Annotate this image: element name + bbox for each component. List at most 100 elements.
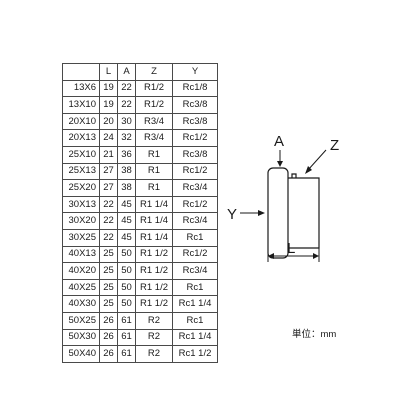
cell-l: 26: [99, 345, 118, 363]
cell-z: R1: [135, 162, 173, 181]
cell-y: Rc3/8: [172, 112, 218, 131]
cell-l: 19: [99, 96, 118, 114]
l-dimension: L: [267, 238, 320, 262]
cell-l: 21: [99, 145, 118, 164]
a-marker: A: [274, 133, 284, 167]
cell-l: 26: [99, 328, 118, 347]
cell-size: 50X40: [62, 345, 100, 363]
cell-y: Rc1 1/2: [172, 345, 218, 363]
cell-l: 25: [99, 295, 118, 313]
cell-size: 20X10: [62, 112, 100, 131]
cell-z: R1 1/2: [135, 245, 173, 264]
cell-size: 25X10: [62, 145, 100, 164]
cell-y: Rc1 1/4: [172, 295, 218, 313]
cell-size: 30X25: [62, 228, 100, 247]
cell-l: 22: [99, 195, 118, 214]
cell-size: 30X20: [62, 212, 100, 230]
header-size: [62, 63, 100, 81]
cell-a: 61: [117, 345, 136, 363]
cell-l: 19: [99, 79, 118, 98]
cell-a: 45: [117, 228, 136, 247]
cell-size: 40X20: [62, 262, 100, 280]
cell-z: R2: [135, 311, 173, 330]
z-marker: Z: [305, 137, 339, 174]
cell-size: 13X6: [62, 79, 100, 98]
label-a: A: [274, 133, 284, 150]
cell-l: 22: [99, 212, 118, 230]
cell-y: Rc1/2: [172, 195, 218, 214]
cell-z: R2: [135, 328, 173, 347]
cell-z: R1 1/2: [135, 262, 173, 280]
cell-z: R2: [135, 345, 173, 363]
cell-size: 50X30: [62, 328, 100, 347]
cell-y: Rc3/8: [172, 145, 218, 164]
cell-a: 22: [117, 79, 136, 98]
cell-l: 25: [99, 262, 118, 280]
cell-a: 50: [117, 262, 136, 280]
cell-z: R1/2: [135, 79, 173, 98]
label-y: Y: [227, 206, 237, 223]
header-a: A: [117, 63, 136, 81]
cell-y: Rc1 1/4: [172, 328, 218, 347]
cell-y: Rc1/2: [172, 162, 218, 181]
cell-z: R1 1/4: [135, 195, 173, 214]
cell-l: 26: [99, 311, 118, 330]
bushing-diagram: A Z Y L: [227, 133, 339, 262]
cell-a: 22: [117, 96, 136, 114]
cell-size: 25X20: [62, 179, 100, 197]
label-z: Z: [330, 137, 339, 154]
cell-a: 45: [117, 212, 136, 230]
cell-l: 24: [99, 129, 118, 147]
cell-z: R1/2: [135, 96, 173, 114]
cell-size: 40X25: [62, 278, 100, 297]
cell-size: 13X10: [62, 96, 100, 114]
cell-z: R1 1/2: [135, 295, 173, 313]
header-y: Y: [172, 63, 218, 81]
header-z: Z: [135, 63, 173, 81]
cell-a: 36: [117, 145, 136, 164]
cell-size: 30X13: [62, 195, 100, 214]
cell-z: R3/4: [135, 129, 173, 147]
cell-y: Rc1/8: [172, 79, 218, 98]
cell-y: Rc1: [172, 278, 218, 297]
cell-a: 38: [117, 162, 136, 181]
cell-z: R1 1/4: [135, 212, 173, 230]
unit-note: 単位：mm: [292, 329, 337, 340]
cell-size: 40X13: [62, 245, 100, 264]
cell-y: Rc1: [172, 311, 218, 330]
cell-y: Rc3/4: [172, 212, 218, 230]
cell-size: 25X13: [62, 162, 100, 181]
cell-y: Rc3/4: [172, 262, 218, 280]
cell-z: R3/4: [135, 112, 173, 131]
cell-size: 40X30: [62, 295, 100, 313]
cell-z: R1: [135, 145, 173, 164]
cell-l: 25: [99, 245, 118, 264]
label-l: L: [287, 240, 295, 257]
cell-a: 38: [117, 179, 136, 197]
header-l: L: [99, 63, 118, 81]
cell-size: 20X13: [62, 129, 100, 147]
cell-z: R1 1/4: [135, 228, 173, 247]
cell-y: Rc1/2: [172, 245, 218, 264]
cell-z: R1: [135, 179, 173, 197]
cell-a: 61: [117, 328, 136, 347]
cell-l: 22: [99, 228, 118, 247]
cell-a: 50: [117, 245, 136, 264]
cell-y: Rc3/4: [172, 179, 218, 197]
cell-size: 50X25: [62, 311, 100, 330]
